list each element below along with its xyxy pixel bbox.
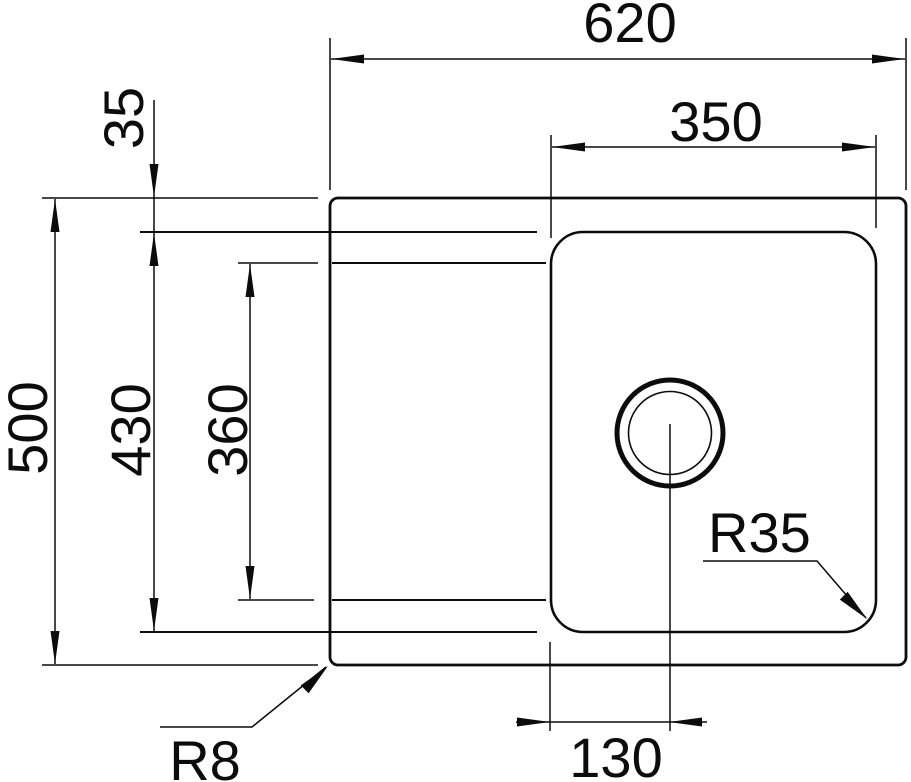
leader-r35 [703,560,867,619]
arrowhead-430-top [149,233,159,266]
dim-label-drain-offset: 130 [569,726,662,782]
arrowhead-500-bottom [50,631,60,664]
leader-r8 [160,666,327,728]
arrowhead-r35 [839,591,867,619]
arrowhead-620-left [331,54,364,64]
arrowhead-130-left [517,717,550,727]
arrowhead-130-right [669,717,702,727]
dim-label-inner-depth: 430 [99,383,162,476]
arrowhead-r8 [300,666,328,694]
bowl-outline [549,230,878,634]
arrowhead-500-top [50,199,60,232]
arrowhead-360-top [245,264,255,297]
arrowhead-430-bottom [149,598,159,631]
sink-outer-outline [328,196,908,667]
arrowhead-350-left [552,142,585,152]
arrowhead-360-bottom [245,566,255,599]
dim-label-drainboard-depth: 360 [196,383,259,476]
dim-label-bowl-width: 350 [669,90,762,153]
dim-label-rim-offset: 35 [92,87,155,149]
dim-label-outer-corner-radius: R8 [169,729,241,782]
arrowhead-620-right [872,54,905,64]
dim-label-overall-depth: 500 [0,381,59,474]
dim-label-bowl-corner-radius: R35 [708,501,811,564]
arrowhead-350-right [842,142,875,152]
dim-label-overall-width: 620 [583,0,676,54]
arrowhead-35-top [149,164,159,197]
